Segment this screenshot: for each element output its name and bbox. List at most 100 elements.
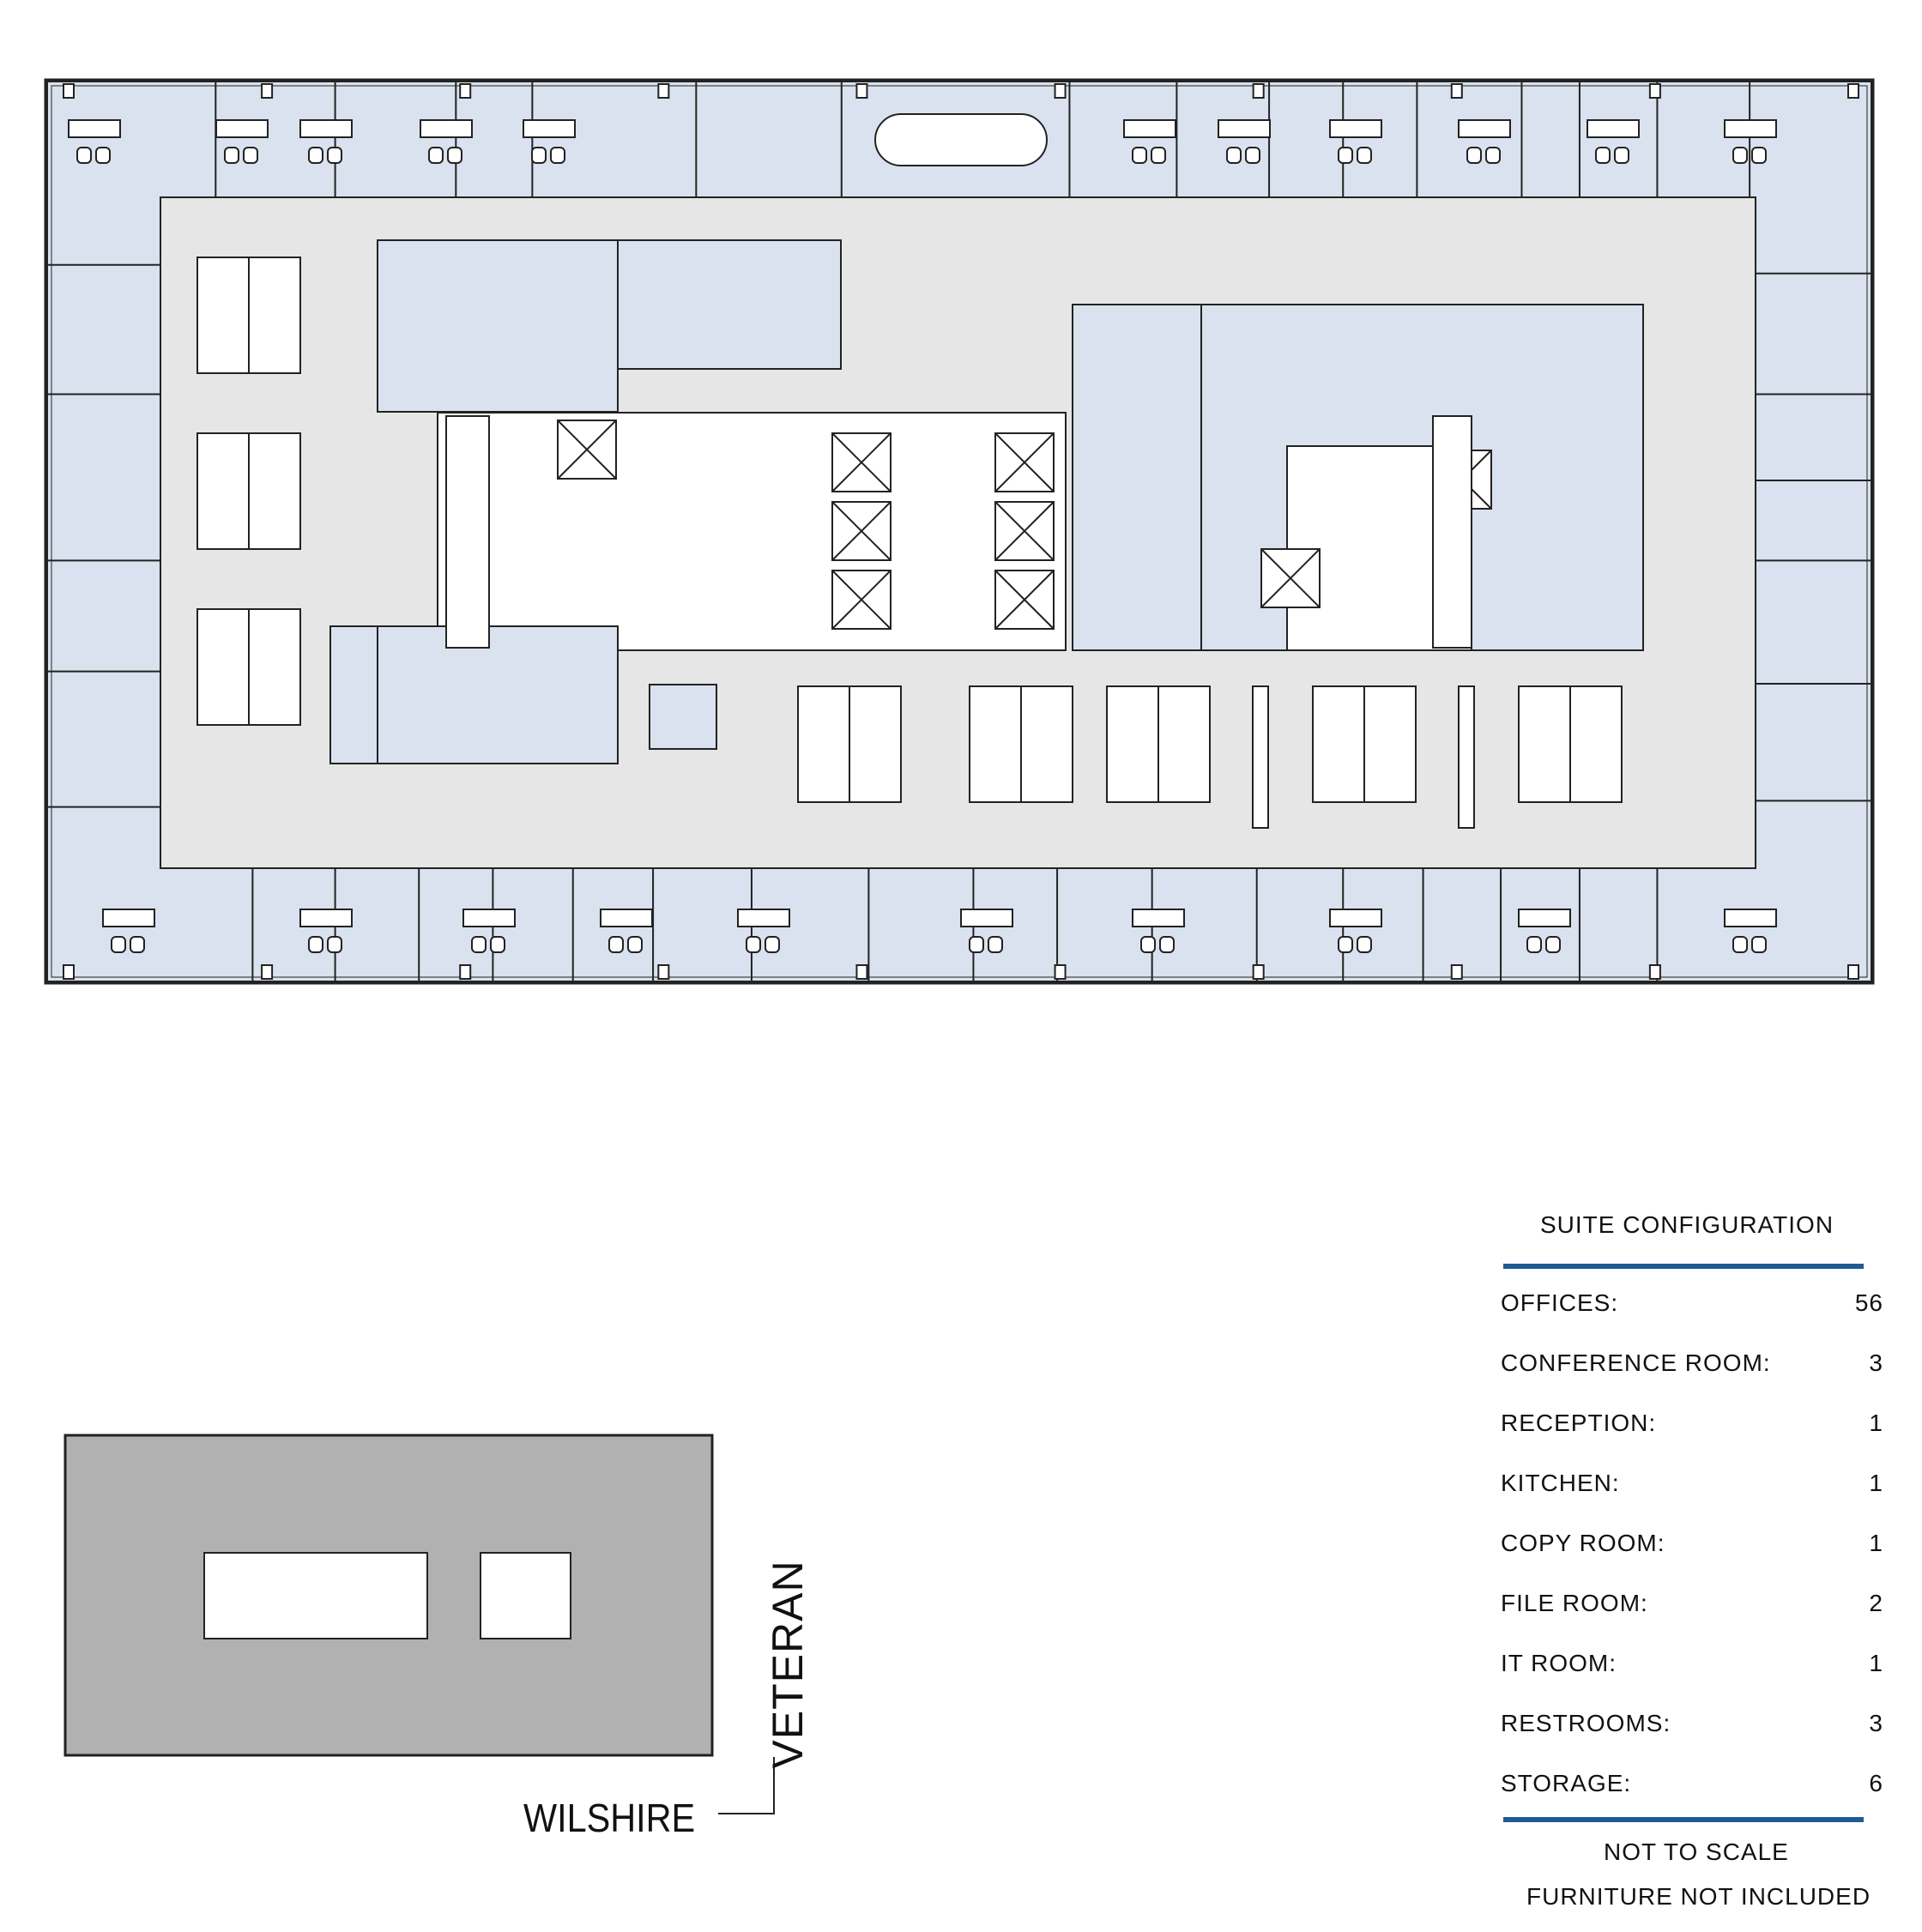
key-plan	[63, 1434, 775, 1814]
desk	[960, 909, 1013, 927]
column	[1847, 964, 1859, 980]
desk	[299, 119, 353, 138]
furniture-note: FURNITURE NOT INCLUDED	[1526, 1883, 1871, 1910]
chair-icon	[1614, 147, 1629, 164]
desk	[1329, 909, 1382, 927]
column	[261, 964, 274, 980]
desk	[1329, 119, 1382, 138]
column	[63, 83, 75, 99]
legend-label: CONFERENCE ROOM:	[1501, 1349, 1771, 1376]
chair-icon	[1595, 147, 1611, 164]
chair-icon	[1485, 147, 1501, 164]
legend-row: FILE ROOM:2	[1501, 1590, 1883, 1624]
column	[1648, 964, 1661, 980]
chair-icon	[746, 936, 761, 953]
legend-row: IT ROOM:1	[1501, 1650, 1883, 1684]
elevator-x-icon	[994, 570, 1055, 630]
column	[1054, 964, 1067, 980]
legend-row: OFFICES:56	[1501, 1289, 1883, 1324]
desk	[1458, 119, 1511, 138]
legend-row: KITCHEN: 1	[1501, 1470, 1883, 1504]
desk	[523, 119, 576, 138]
desk	[600, 909, 653, 927]
chair-icon	[1140, 936, 1156, 953]
desk	[68, 119, 121, 138]
legend-bottom-rule	[1503, 1817, 1864, 1822]
chair-icon	[130, 936, 145, 953]
desk	[1724, 909, 1777, 927]
legend-value: 2	[1869, 1590, 1883, 1616]
chair-icon	[1245, 147, 1260, 164]
legend-label: KITCHEN:	[1501, 1470, 1620, 1496]
chair-icon	[1545, 936, 1561, 953]
chair-icon	[1526, 936, 1542, 953]
column	[1648, 83, 1661, 99]
desk	[1724, 119, 1777, 138]
elevator-x-icon	[994, 432, 1055, 492]
legend-top-rule	[1503, 1264, 1864, 1269]
chair-icon	[490, 936, 505, 953]
street-label-veteran: VETERAN	[764, 1560, 812, 1769]
storage-room	[329, 625, 378, 764]
legend-row: RECEPTION:1	[1501, 1410, 1883, 1444]
legend-value: 1	[1869, 1470, 1883, 1496]
desk	[420, 119, 473, 138]
column	[63, 964, 75, 980]
legend-value: 56	[1854, 1289, 1883, 1316]
legend-value: 6	[1869, 1770, 1883, 1796]
chair-icon	[243, 147, 258, 164]
chair-icon	[1159, 936, 1175, 953]
chair-icon	[531, 147, 547, 164]
column	[1450, 964, 1463, 980]
key-plan-core-left	[203, 1552, 428, 1639]
desk	[215, 119, 269, 138]
chair-icon	[765, 936, 780, 953]
conference-table	[874, 113, 1048, 166]
building-core	[437, 412, 1067, 651]
chair-icon	[1732, 147, 1748, 164]
file-room	[377, 625, 619, 764]
chair-icon	[308, 936, 323, 953]
chair-icon	[471, 936, 487, 953]
elevator-x-icon	[557, 420, 617, 480]
column	[459, 83, 472, 99]
chair-icon	[627, 936, 643, 953]
elevator-x-icon	[831, 570, 891, 630]
column	[459, 964, 472, 980]
chair-icon	[1466, 147, 1482, 164]
partition	[1458, 685, 1475, 829]
legend-value: 1	[1869, 1410, 1883, 1436]
chair-icon	[1132, 147, 1147, 164]
chair-icon	[95, 147, 111, 164]
column	[1252, 83, 1265, 99]
chair-icon	[1338, 147, 1353, 164]
suite-floor-plan	[44, 78, 1875, 1694]
legend-label: COPY ROOM:	[1501, 1530, 1665, 1556]
column	[1450, 83, 1463, 99]
reception	[617, 239, 842, 370]
chair-icon	[608, 936, 624, 953]
column	[657, 83, 670, 99]
legend-label: STORAGE:	[1501, 1770, 1632, 1796]
column	[855, 964, 868, 980]
chair-icon	[1732, 936, 1748, 953]
partition	[1252, 685, 1269, 829]
legend-label: IT ROOM:	[1501, 1650, 1617, 1676]
exterior-wall	[44, 78, 1875, 985]
chair-icon	[1751, 147, 1767, 164]
column	[1252, 964, 1265, 980]
chair-icon	[1751, 936, 1767, 953]
chair-icon	[327, 147, 342, 164]
desk	[1518, 909, 1571, 927]
lounge-area	[1072, 304, 1202, 651]
chair-icon	[224, 147, 239, 164]
legend-label: RESTROOMS:	[1501, 1710, 1671, 1736]
stair-shaft	[445, 415, 490, 649]
legend-row: RESTROOMS: 3	[1501, 1710, 1883, 1744]
legend-value: 3	[1869, 1710, 1883, 1736]
not-to-scale-note: NOT TO SCALE	[1604, 1838, 1789, 1865]
chair-icon	[327, 936, 342, 953]
chair-icon	[1357, 936, 1372, 953]
legend-value: 1	[1869, 1530, 1883, 1556]
legend-row: CONFERENCE ROOM:3	[1501, 1349, 1883, 1384]
